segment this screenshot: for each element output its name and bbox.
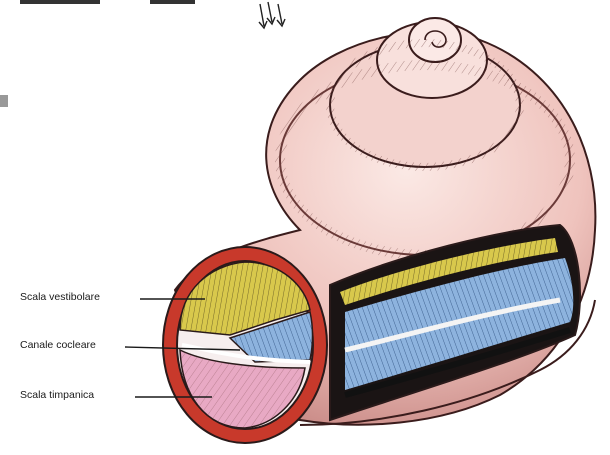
gray-marker <box>0 95 8 107</box>
label-scala-timpanica: Scala timpanica <box>20 389 94 401</box>
label-scala-vestibolare: Scala vestibolare <box>20 291 100 303</box>
arrows-icon <box>259 2 285 28</box>
top-text-fragment <box>20 0 195 4</box>
label-canale-cocleare: Canale cocleare <box>20 339 96 351</box>
